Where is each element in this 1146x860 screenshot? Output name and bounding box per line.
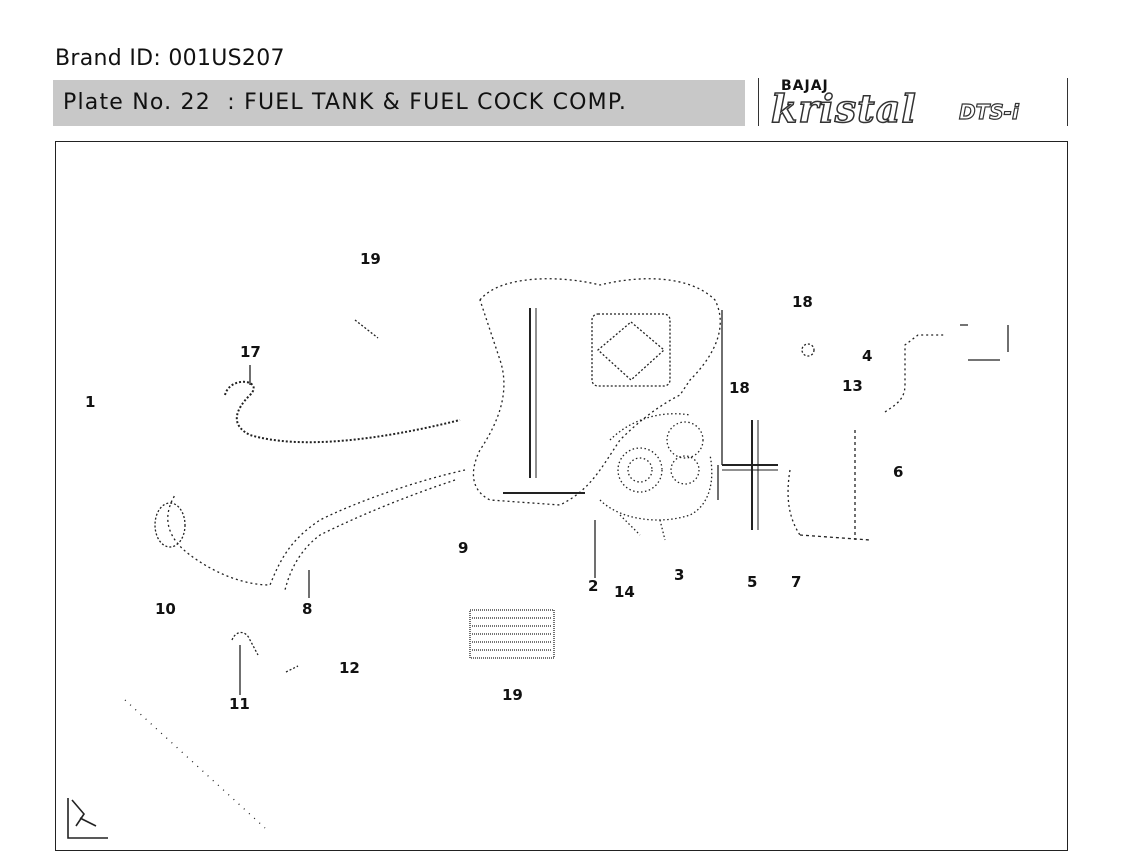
fuel-tank-outline [472, 278, 721, 506]
callout-13: 13 [842, 377, 863, 395]
filler-cap [154, 502, 186, 548]
callout-19-bottom: 19 [502, 686, 523, 704]
callout-14: 14 [614, 583, 635, 601]
logo-variant: DTS-i [958, 99, 1019, 124]
pipe-17 [224, 380, 461, 444]
clip-12 [285, 665, 299, 673]
plate-title-bar: Plate No. 22 : FUEL TANK & FUEL COCK COM… [53, 80, 745, 126]
callout-2: 2 [588, 577, 599, 595]
clip-18 [801, 343, 815, 357]
callout-18-right: 18 [792, 293, 813, 311]
callout-18-center: 18 [729, 379, 750, 397]
callout-5: 5 [747, 573, 758, 591]
breather-hose [167, 469, 466, 586]
logo-model: kristal [770, 85, 917, 132]
callout-4: 4 [862, 347, 873, 365]
brand-id: Brand ID: 001US207 [55, 46, 285, 71]
screw-19 [354, 319, 379, 339]
hose-4 [884, 334, 945, 413]
callout-7: 7 [791, 573, 802, 591]
clip-11 [231, 631, 259, 656]
plate-title: Plate No. 22 : FUEL TANK & FUEL COCK COM… [63, 90, 628, 115]
callout-19-top: 19 [360, 250, 381, 268]
callout-12: 12 [339, 659, 360, 677]
callout-9: 9 [458, 539, 469, 557]
fuel-cock-assembly [599, 413, 713, 541]
tank-badge-diamond [597, 321, 665, 381]
bajaj-kristal-logo: BAJAJ kristal DTS-i [758, 78, 1068, 132]
callout-3: 3 [674, 566, 685, 584]
callout-11: 11 [229, 695, 250, 713]
sticker-19 [469, 609, 555, 659]
callout-8: 8 [302, 600, 313, 618]
callout-10: 10 [155, 600, 176, 618]
vacuum-hose [799, 430, 871, 541]
callout-17: 17 [240, 343, 261, 361]
callout-1: 1 [85, 393, 96, 411]
callout-6: 6 [893, 463, 904, 481]
logo-brand: BAJAJ [781, 78, 829, 94]
tank-badge [591, 313, 671, 387]
corner-mark-icon [67, 798, 108, 839]
diagram-frame [55, 141, 1068, 851]
